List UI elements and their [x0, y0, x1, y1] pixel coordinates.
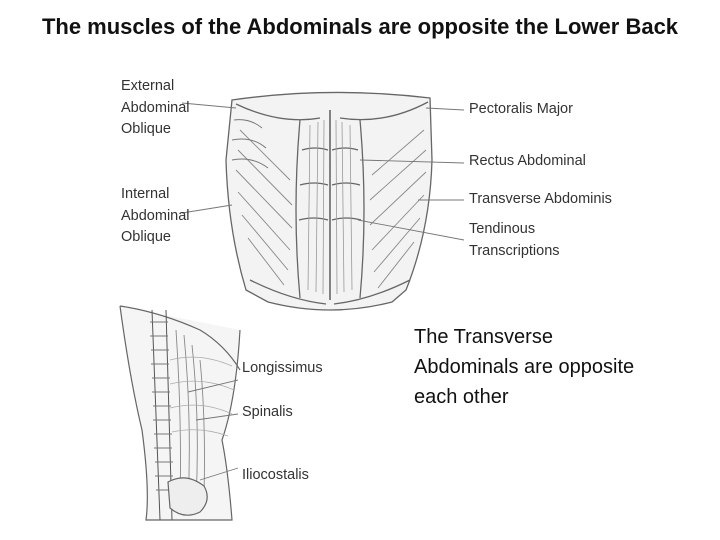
label-line: Oblique [121, 229, 171, 245]
back-muscles-illustration [119, 305, 241, 521]
label-line: Transcriptions [469, 242, 560, 259]
label-internal-abdominal-oblique: Internal Abdominal Oblique [121, 184, 190, 249]
label-tendinous-transcriptions: Tendinous Transcriptions [469, 219, 560, 262]
abdominal-muscles-illustration [225, 91, 433, 311]
label-rectus-abdominal: Rectus Abdominal [469, 153, 586, 169]
note-line: The Transverse [414, 326, 553, 348]
label-spinalis: Spinalis [242, 404, 293, 420]
label-external-abdominal-oblique: External Abdominal Oblique [121, 76, 190, 141]
label-longissimus: Longissimus [242, 360, 323, 376]
label-line: External [121, 78, 175, 94]
label-line: Internal [121, 186, 170, 202]
note-line: each other [414, 386, 509, 408]
label-line: Abdominal [121, 207, 190, 224]
note-line: Abdominals are opposite [414, 356, 635, 378]
transverse-note: The Transverse Abdominals are opposite e… [414, 322, 634, 412]
label-line: Tendinous [469, 221, 536, 237]
label-line: Abdominal [121, 99, 190, 116]
slide-title: The muscles of the Abdominals are opposi… [41, 14, 679, 39]
label-transverse-abdominis: Transverse Abdominis [469, 191, 612, 207]
label-line: Oblique [121, 121, 171, 137]
label-pectoralis-major: Pectoralis Major [469, 101, 573, 117]
label-iliocostalis: Iliocostalis [242, 467, 309, 483]
